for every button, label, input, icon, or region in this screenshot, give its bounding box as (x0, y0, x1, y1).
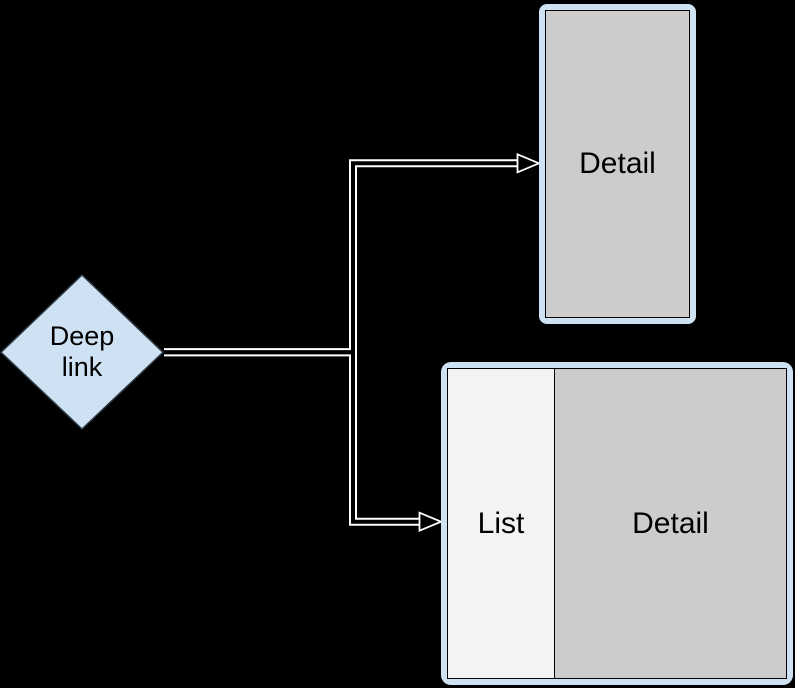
list-detail-screen: List Detail (441, 362, 793, 685)
list-pane-label: List (477, 506, 525, 540)
deep-link-diamond-shape (0, 273, 165, 431)
connector-to-detail-core (164, 161, 518, 355)
connector-to-detail-outline (164, 159, 518, 357)
detail-screen: Detail (539, 4, 696, 324)
list-pane: List (448, 369, 555, 678)
list-detail-detail-pane-label: Detail (632, 506, 709, 540)
connector-to-list-detail-core (164, 350, 420, 524)
detail-screen-body: Detail (545, 10, 690, 318)
connector-to-list-detail-outline (164, 348, 420, 526)
arrowhead-to-list-detail-icon (418, 511, 444, 533)
deep-link-label: Deep link (49, 321, 115, 382)
list-detail-detail-pane: Detail (555, 369, 786, 678)
arrowhead-to-detail-icon (516, 152, 542, 174)
list-detail-screen-body: List Detail (447, 368, 787, 679)
detail-pane-label: Detail (579, 147, 656, 180)
detail-pane: Detail (546, 11, 689, 317)
